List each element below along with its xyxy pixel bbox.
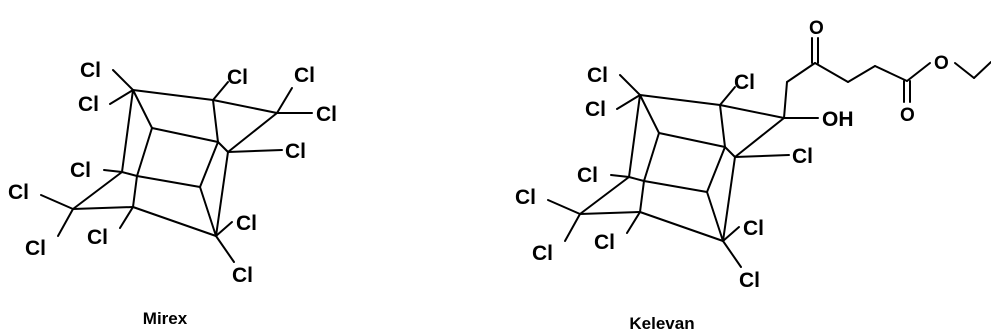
chlorine-atom: Cl (585, 98, 606, 121)
chlorine-atom: Cl (80, 59, 101, 82)
chlorine-atom: Cl (739, 269, 760, 292)
chlorine-atom: Cl (792, 145, 813, 168)
chlorine-atom: Cl (587, 64, 608, 87)
carbonyl-oxygen: O (900, 105, 915, 126)
kelevan-structure: Cl Cl Cl Cl Cl Cl Cl Cl Cl Cl OH O O O K… (515, 18, 991, 331)
chlorine-atom: Cl (294, 64, 315, 87)
chlorine-atom: Cl (515, 186, 536, 209)
chlorine-atom: Cl (227, 66, 248, 89)
chlorine-atom: Cl (25, 237, 46, 260)
mirex-chlorine-atoms: Cl Cl Cl Cl Cl Cl Cl Cl Cl Cl Cl Cl (8, 59, 337, 287)
chlorine-atom: Cl (236, 212, 257, 235)
chlorine-atom: Cl (232, 264, 253, 287)
chlorine-atom: Cl (78, 93, 99, 116)
chlorine-atom: Cl (594, 231, 615, 254)
chlorine-atom: Cl (70, 159, 91, 182)
kelevan-cage-bonds (547, 37, 991, 268)
mirex-name-label: Mirex (143, 309, 188, 328)
chlorine-atom: Cl (532, 242, 553, 265)
mirex-cage-bonds (40, 69, 313, 263)
chlorine-atom: Cl (8, 181, 29, 204)
ester-oxygen: O (934, 53, 949, 74)
kelevan-name-label: Kelevan (629, 314, 694, 331)
chlorine-atom: Cl (577, 164, 598, 187)
chlorine-atom: Cl (734, 71, 755, 94)
chlorine-atom: Cl (743, 217, 764, 240)
mirex-structure: Cl Cl Cl Cl Cl Cl Cl Cl Cl Cl Cl Cl Mire… (8, 59, 337, 328)
chlorine-atom: Cl (285, 140, 306, 163)
kelevan-chlorine-atoms: Cl Cl Cl Cl Cl Cl Cl Cl Cl Cl (515, 64, 813, 292)
ketone-oxygen: O (809, 18, 824, 39)
hydroxyl-group: OH (822, 108, 854, 131)
chlorine-atom: Cl (316, 103, 337, 126)
chlorine-atom: Cl (87, 226, 108, 249)
